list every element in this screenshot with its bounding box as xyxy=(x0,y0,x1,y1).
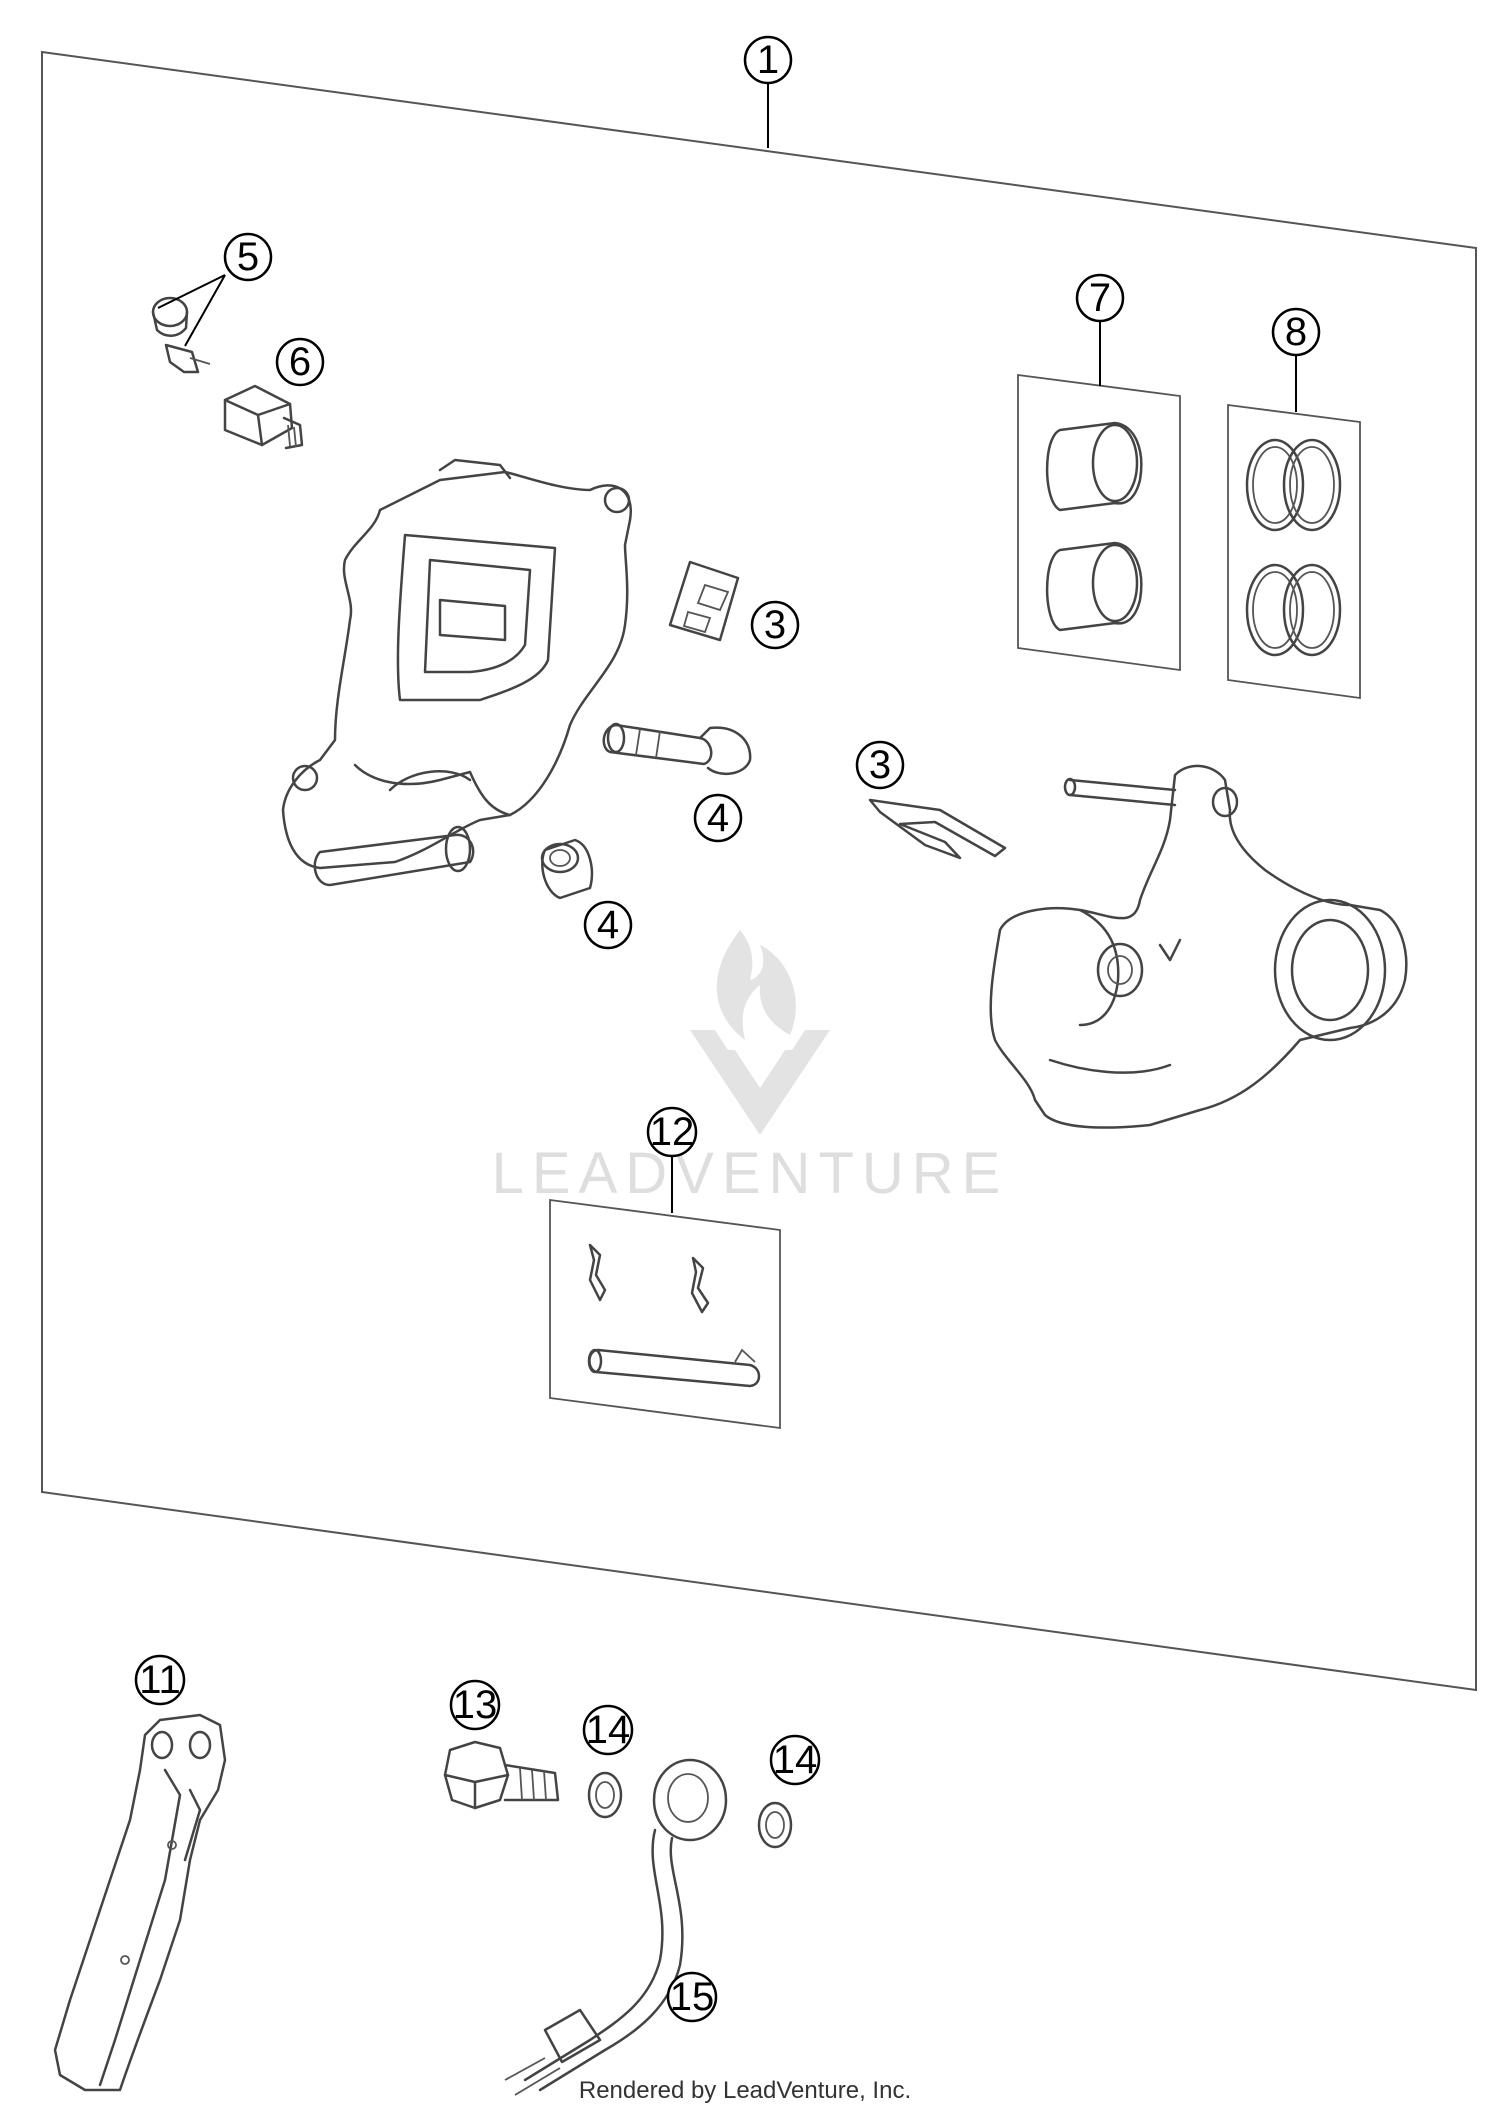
callout-label: 14 xyxy=(586,1708,631,1752)
part-bleeder-valve xyxy=(151,296,211,374)
callout-12: 12 xyxy=(646,1106,698,1158)
callout-label: 1 xyxy=(757,38,779,82)
part-guide-pin-upper xyxy=(602,722,752,776)
callout-label: 4 xyxy=(707,796,729,840)
part-piston-kit xyxy=(1017,373,1181,672)
part-brake-line xyxy=(504,1758,728,2096)
callout-3-lower: 3 xyxy=(855,740,905,790)
callout-label: 7 xyxy=(1089,276,1111,320)
callout-4-upper: 4 xyxy=(693,793,743,843)
part-brake-pad xyxy=(53,1713,227,2092)
part-banjo-bolt xyxy=(443,1740,560,1810)
callout-1: 1 xyxy=(743,35,793,85)
callout-4-lower: 4 xyxy=(583,900,633,950)
leader-lines xyxy=(157,82,1297,1213)
part-sealing-washer-right xyxy=(757,1801,793,1849)
render-credit: Rendered by LeadVenture, Inc. xyxy=(579,2077,911,2104)
callout-label: 5 xyxy=(237,235,259,279)
watermark: LEADVENTURE xyxy=(492,930,1009,1206)
part-sealing-washer-left xyxy=(587,1771,623,1819)
part-caliper-bracket xyxy=(989,764,1408,1129)
callout-13: 13 xyxy=(449,1679,501,1731)
callout-label: 12 xyxy=(650,1110,695,1154)
callout-15: 15 xyxy=(666,1971,718,2023)
watermark-brand: LEADVENTURE xyxy=(492,1141,1009,1206)
callout-14-right: 14 xyxy=(769,1734,821,1786)
callout-label: 14 xyxy=(773,1738,818,1782)
callout-label: 15 xyxy=(670,1975,715,2019)
leadventure-flame-logo-icon xyxy=(690,930,830,1135)
callout-3-upper: 3 xyxy=(750,600,800,650)
callout-14-left: 14 xyxy=(582,1704,634,1756)
caliper-kit-outline xyxy=(41,50,1477,1692)
part-guide-bushing-lower xyxy=(540,838,594,900)
part-plug-screw xyxy=(223,384,304,450)
callout-5: 5 xyxy=(223,232,273,282)
callout-8: 8 xyxy=(1271,307,1321,357)
part-caliper-housing xyxy=(281,458,633,887)
part-pad-spring-lower xyxy=(868,798,1007,860)
part-pad-pin-kit xyxy=(549,1198,781,1430)
callout-label: 8 xyxy=(1285,310,1307,354)
callout-label: 13 xyxy=(453,1683,498,1727)
callout-label: 3 xyxy=(869,743,891,787)
callout-6: 6 xyxy=(275,337,325,387)
part-pad-spring-upper xyxy=(668,560,740,642)
callout-label: 3 xyxy=(764,603,786,647)
callout-label: 4 xyxy=(597,903,619,947)
callout-label: 6 xyxy=(289,340,311,384)
callout-11: 11 xyxy=(134,1654,186,1706)
callout-label: 11 xyxy=(139,1658,181,1702)
part-seal-ring-kit xyxy=(1227,403,1361,700)
callout-7: 7 xyxy=(1075,273,1125,323)
